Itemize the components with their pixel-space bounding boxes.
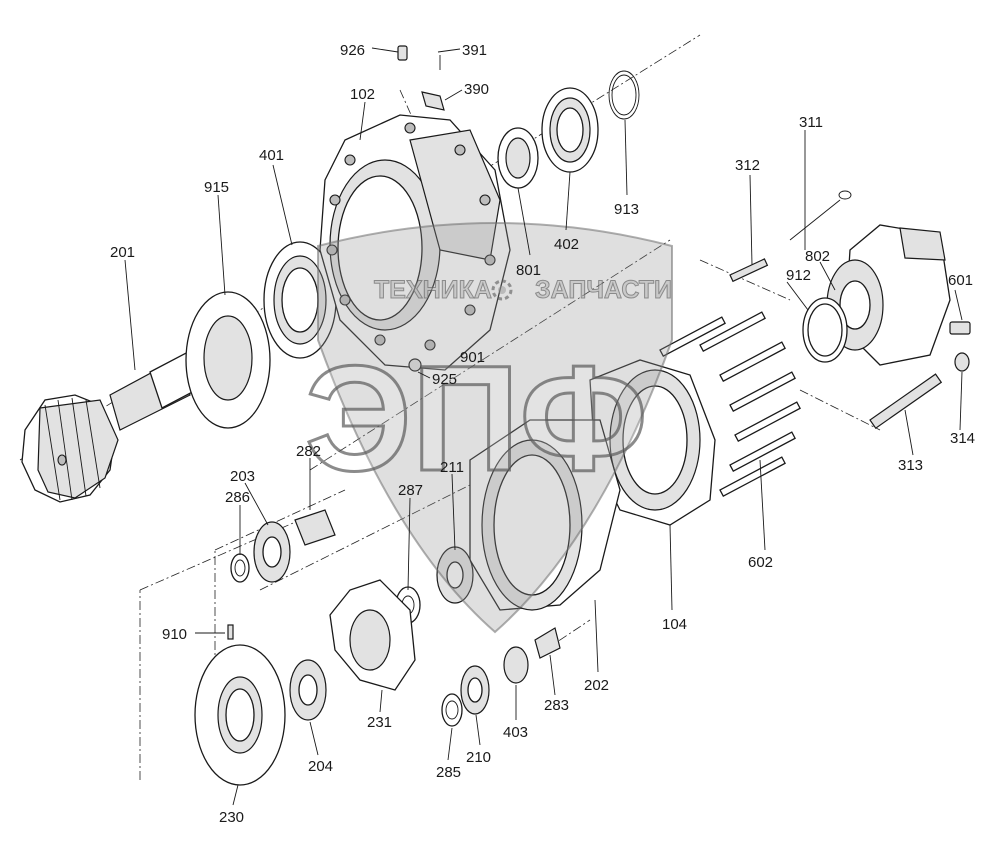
ring-gear-202: [469, 419, 621, 611]
seal-801: [497, 127, 539, 189]
plug-601: [949, 321, 971, 335]
label-915: 915: [204, 179, 229, 196]
pin-282: [294, 509, 336, 546]
plug-925: [408, 358, 422, 372]
watermark-word-right: ЗАПЧАСТИ: [535, 276, 672, 304]
watermark-logo-letters: ЭПФ: [305, 334, 648, 502]
label-285: 285: [436, 764, 461, 781]
label-602: 602: [748, 554, 773, 571]
label-311: 311: [799, 114, 823, 131]
pipe-313: [869, 373, 943, 430]
callout-numbers: 926 391 390 102 401 915 201 913 402 801 …: [110, 42, 975, 826]
fitting-314: [954, 352, 970, 372]
pipe-312: [729, 258, 769, 283]
carrier-230: [194, 644, 286, 786]
label-210: 210: [466, 749, 491, 766]
label-314: 314: [950, 430, 975, 447]
label-102: 102: [350, 86, 375, 103]
label-313: 313: [898, 457, 923, 474]
label-912: 912: [786, 267, 811, 284]
label-913: 913: [614, 201, 639, 218]
label-801: 801: [516, 262, 541, 279]
washer-285: [441, 693, 463, 727]
label-901: 901: [460, 349, 485, 366]
label-104: 104: [662, 616, 687, 633]
label-926: 926: [340, 42, 365, 59]
pin-910: [227, 624, 234, 640]
plate-390: [421, 91, 445, 111]
o-ring-912: [802, 297, 848, 363]
washer-286: [230, 553, 250, 583]
plug-926: [397, 45, 408, 61]
gear-210: [460, 665, 490, 715]
gear-204: [289, 659, 327, 721]
watermark-word-left: ТЕХНИКА: [374, 276, 492, 304]
label-910: 910: [162, 626, 187, 643]
bolts-602: [659, 311, 801, 498]
label-390: 390: [464, 81, 489, 98]
watermark-logo: ТЕХНИКА ЗАПЧАСТИ ЭПФ: [304, 222, 673, 634]
gear-icon: [491, 279, 513, 301]
label-312: 312: [735, 157, 760, 174]
label-202: 202: [584, 677, 609, 694]
label-287: 287: [398, 482, 423, 499]
label-204: 204: [308, 758, 333, 775]
shaft-201: [21, 351, 201, 503]
plug-283: [534, 627, 561, 659]
bearing-402: [541, 87, 599, 173]
label-925: 925: [432, 371, 457, 388]
plate-915: [185, 291, 271, 429]
label-211: 211: [440, 459, 464, 476]
label-230: 230: [219, 809, 244, 826]
label-601: 601: [948, 272, 973, 289]
snap-ring-913: [608, 70, 640, 120]
label-402: 402: [554, 236, 579, 253]
carrier-231: [329, 579, 416, 691]
dipstick-311: [789, 190, 852, 241]
label-201: 201: [110, 244, 135, 261]
label-203: 203: [230, 468, 255, 485]
label-231: 231: [367, 714, 392, 731]
label-283: 283: [544, 697, 569, 714]
bearing-403: [503, 646, 529, 684]
label-802: 802: [805, 248, 830, 265]
label-403: 403: [503, 724, 528, 741]
housing-104: [589, 359, 716, 526]
gear-203: [253, 521, 291, 583]
label-401: 401: [259, 147, 284, 164]
label-282: 282: [296, 443, 321, 460]
label-286: 286: [225, 489, 250, 506]
label-391: 391: [462, 42, 487, 59]
leader-lines: [124, 47, 963, 806]
